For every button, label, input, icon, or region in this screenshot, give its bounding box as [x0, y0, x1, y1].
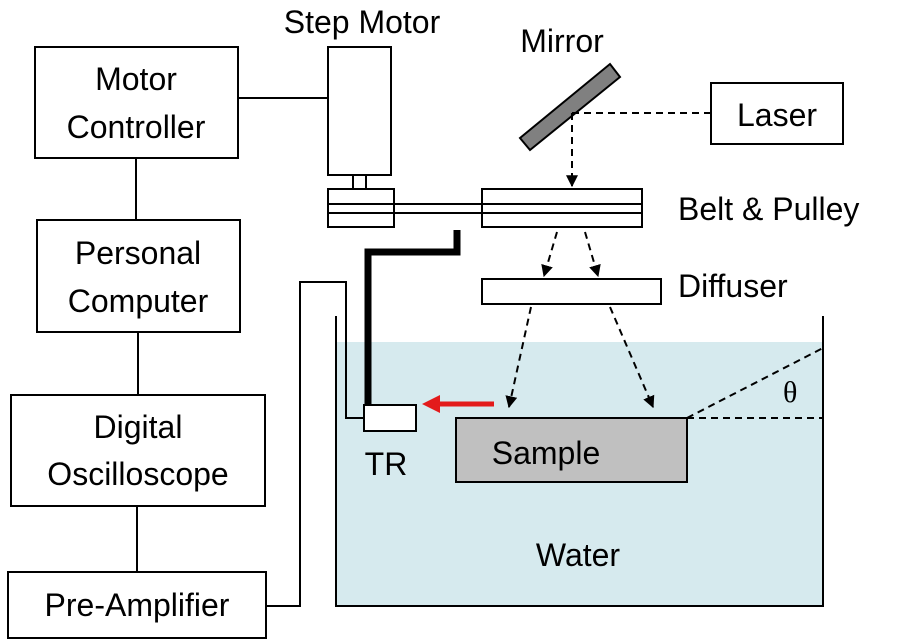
step-motor-body	[327, 46, 392, 176]
beam-to-diffuser-left	[541, 231, 558, 278]
angle-tilt-line	[686, 347, 824, 419]
diffuser	[481, 278, 662, 305]
laser-label: Laser	[737, 97, 817, 133]
digital-oscilloscope-box: Digital Oscilloscope	[10, 394, 266, 507]
digital-oscilloscope-label-1: Digital	[94, 409, 183, 445]
water-tank	[335, 316, 824, 607]
personal-computer-label-2: Computer	[68, 283, 209, 319]
beam-to-sample-left	[505, 306, 532, 409]
mirror	[518, 62, 622, 152]
theta-label: θ	[783, 376, 797, 409]
motor-controller-box: Motor Controller	[34, 46, 239, 159]
signal-arrow	[422, 395, 494, 413]
transducer-arm	[364, 230, 461, 408]
transducer	[363, 404, 417, 432]
motor-controller-label-2: Controller	[67, 109, 206, 145]
transducer-label: TR	[365, 446, 408, 482]
beam-to-sample-right	[609, 306, 655, 409]
sample-label: Sample	[492, 435, 601, 471]
belt-pulley-label: Belt & Pulley	[678, 191, 859, 227]
motor-shaft	[352, 174, 367, 190]
motor-controller-label-1: Motor	[95, 61, 177, 97]
pre-amplifier-box: Pre-Amplifier	[7, 571, 267, 639]
belt-pulley	[327, 188, 643, 228]
personal-computer-box: Personal Computer	[36, 219, 241, 333]
step-motor-label: Step Motor	[284, 4, 441, 40]
beam-to-diffuser-right	[584, 231, 601, 278]
pre-amplifier-label: Pre-Amplifier	[45, 587, 230, 623]
mirror-label: Mirror	[520, 23, 604, 59]
digital-oscilloscope-label-2: Oscilloscope	[47, 456, 228, 492]
personal-computer-label-1: Personal	[75, 235, 201, 271]
water-label: Water	[536, 537, 621, 573]
diffuser-label: Diffuser	[678, 268, 788, 304]
wire-preamp-transducer	[266, 281, 364, 607]
sample	[455, 417, 688, 483]
